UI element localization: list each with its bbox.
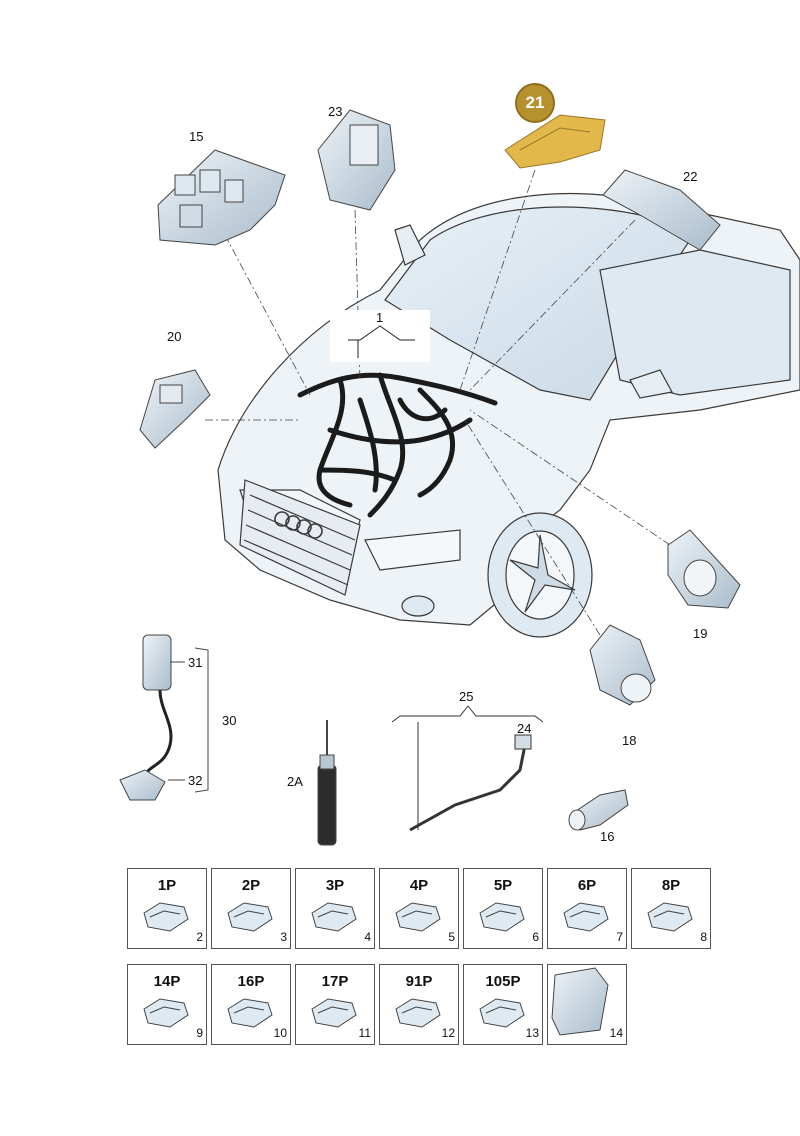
tile-number: 9 xyxy=(196,1026,203,1040)
fuse-box-part xyxy=(317,109,396,211)
connector-tile-16P[interactable]: 16P 10 xyxy=(211,964,291,1045)
connector-tile-3P[interactable]: 3P 4 xyxy=(295,868,375,949)
tile-number: 4 xyxy=(364,930,371,944)
part-label-2A[interactable]: 2A xyxy=(287,774,303,789)
leader-lines xyxy=(205,169,671,636)
connector-icon xyxy=(647,902,693,932)
tile-title: 8P xyxy=(661,877,681,894)
part-label-16[interactable]: 16 xyxy=(600,829,615,844)
part-label-23[interactable]: 23 xyxy=(328,104,343,119)
tile-number: 13 xyxy=(525,1026,539,1040)
part-label-15[interactable]: 15 xyxy=(189,129,204,144)
part-label-22[interactable]: 22 xyxy=(683,169,698,184)
tile-title: 1P xyxy=(157,877,177,894)
tile-title: 105P xyxy=(485,973,521,990)
control-unit-part-14 xyxy=(551,967,609,1036)
tile-title: 16P xyxy=(237,973,265,990)
callout-badge-21[interactable]: 21 xyxy=(515,83,555,123)
connector-icon xyxy=(143,998,189,1028)
tile-title: 3P xyxy=(325,877,345,894)
connector-icon xyxy=(395,902,441,932)
connector-tile-8P[interactable]: 8P 8 xyxy=(631,868,711,949)
part-label-19[interactable]: 19 xyxy=(693,626,708,641)
connector-icon xyxy=(143,902,189,932)
connector-icon xyxy=(227,902,273,932)
grommet-part-19 xyxy=(667,529,741,609)
highlighted-part-21 xyxy=(504,114,606,169)
tile-number: 6 xyxy=(532,930,539,944)
tile-number: 7 xyxy=(616,930,623,944)
part-label-24[interactable]: 24 xyxy=(517,721,532,736)
tile-number: 12 xyxy=(441,1026,455,1040)
connector-icon xyxy=(563,902,609,932)
part-label-25[interactable]: 25 xyxy=(459,689,474,704)
connector-tile-4P[interactable]: 4P 5 xyxy=(379,868,459,949)
relay-box-part xyxy=(157,149,286,246)
tile-number: 14 xyxy=(609,1026,623,1040)
cable-part-24 xyxy=(391,705,544,832)
connector-tile-6P[interactable]: 6P 7 xyxy=(547,868,627,949)
connector-icon xyxy=(479,998,525,1028)
tile-number: 5 xyxy=(448,930,455,944)
connector-tile-14P[interactable]: 14P 9 xyxy=(127,964,207,1045)
connector-tile-17P[interactable]: 17P 11 xyxy=(295,964,375,1045)
car-illustration xyxy=(217,192,800,638)
tile-title: 91P xyxy=(405,973,433,990)
connector-part-20 xyxy=(139,369,211,449)
tile-number: 11 xyxy=(358,1026,371,1040)
tool-part-2A xyxy=(317,720,337,846)
connector-tile-1P[interactable]: 1P 2 xyxy=(127,868,207,949)
tile-title: 6P xyxy=(577,877,597,894)
part-label-20[interactable]: 20 xyxy=(167,329,182,344)
connector-tile-91P[interactable]: 91P 12 xyxy=(379,964,459,1045)
tile-number: 3 xyxy=(280,930,287,944)
part-label-32[interactable]: 32 xyxy=(188,773,203,788)
part-label-1[interactable]: 1 xyxy=(376,310,384,325)
connector-icon xyxy=(479,902,525,932)
part-label-31[interactable]: 31 xyxy=(188,655,203,670)
tile-number: 10 xyxy=(273,1026,287,1040)
tile-title: 17P xyxy=(321,973,349,990)
part-label-30[interactable]: 30 xyxy=(222,713,237,728)
part-label-18[interactable]: 18 xyxy=(622,733,637,748)
tile-title: 5P xyxy=(493,877,513,894)
tile-title: 14P xyxy=(153,973,181,990)
connector-tile-5P[interactable]: 5P 6 xyxy=(463,868,543,949)
grommet-part-16 xyxy=(568,789,629,831)
bracket-1 xyxy=(330,310,430,362)
connector-icon xyxy=(311,998,357,1028)
audi-rings-logo xyxy=(274,511,323,539)
sensor-harness-30 xyxy=(119,634,209,801)
control-unit-tile-14[interactable]: 14 xyxy=(547,964,627,1045)
tile-title: 2P xyxy=(241,877,261,894)
wiring-harness xyxy=(297,372,498,518)
boot-part-18 xyxy=(589,624,656,706)
connector-tile-2P[interactable]: 2P 3 xyxy=(211,868,291,949)
connector-icon xyxy=(227,998,273,1028)
tile-number: 8 xyxy=(700,930,707,944)
connector-icon xyxy=(311,902,357,932)
tile-title: 4P xyxy=(409,877,429,894)
connector-tile-105P[interactable]: 105P 13 xyxy=(463,964,543,1045)
cover-part-22 xyxy=(602,169,721,251)
tile-number: 2 xyxy=(196,930,203,944)
connector-icon xyxy=(395,998,441,1028)
